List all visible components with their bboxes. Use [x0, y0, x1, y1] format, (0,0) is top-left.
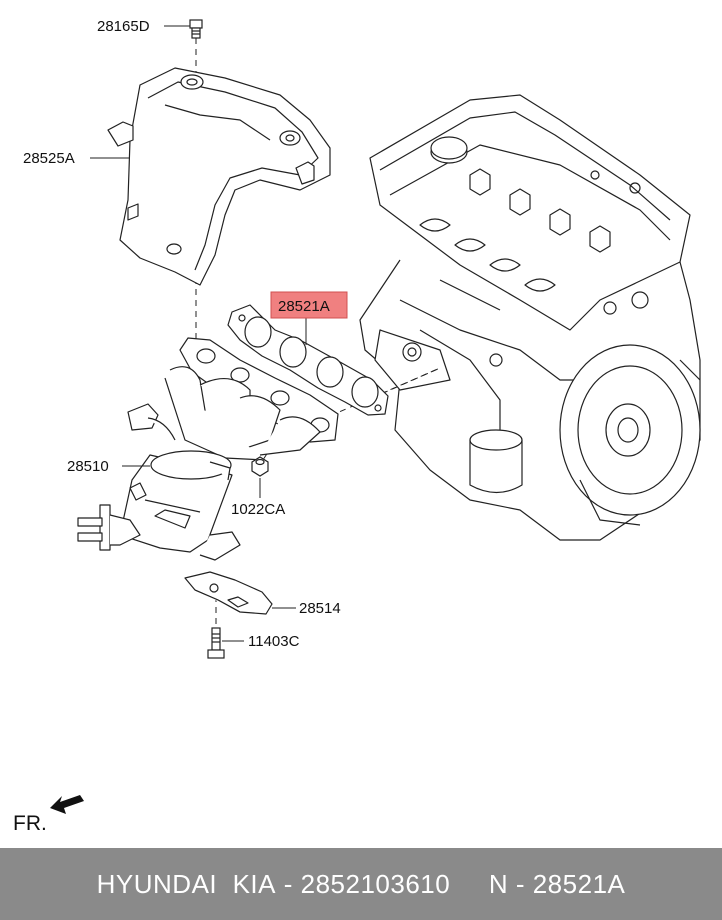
footer-part-number: 2852103610	[300, 868, 451, 899]
engine-assembly-illustration	[359, 94, 701, 541]
footer-position-code: N - 28521A	[488, 868, 626, 899]
bolt-28165d	[189, 19, 203, 39]
part-info-footer: HYUNDAI KIA - 2852103610 N - 28521A	[0, 848, 722, 920]
front-direction-marker: FR.	[13, 795, 84, 835]
bolt-11403c	[207, 627, 225, 659]
label-11403c: 11403C	[248, 633, 300, 650]
footer-brand: HYUNDAI KIA	[96, 868, 276, 899]
gasket-28521a	[227, 304, 389, 416]
front-arrow-icon	[50, 795, 84, 814]
nut-1022ca	[251, 456, 269, 477]
highlight-box	[270, 291, 348, 319]
exploded-parts-diagram: 28165D 28525A 28521A 28510 1022CA 28514 …	[13, 18, 701, 835]
label-28514: 28514	[299, 600, 341, 617]
footer-gap	[450, 869, 489, 900]
front-label: FR.	[13, 812, 47, 835]
label-28525a: 28525A	[23, 150, 75, 167]
footer-separator: -	[276, 868, 301, 899]
label-28510: 28510	[67, 458, 109, 475]
exhaust-manifold-28510	[77, 337, 339, 561]
leader-lines	[90, 25, 307, 642]
bracket-28514	[184, 571, 273, 615]
label-28165d: 28165D	[97, 18, 150, 35]
label-28521a: 28521A	[278, 298, 330, 315]
label-1022ca: 1022CA	[231, 501, 285, 518]
heat-shield-28525a	[107, 67, 331, 286]
